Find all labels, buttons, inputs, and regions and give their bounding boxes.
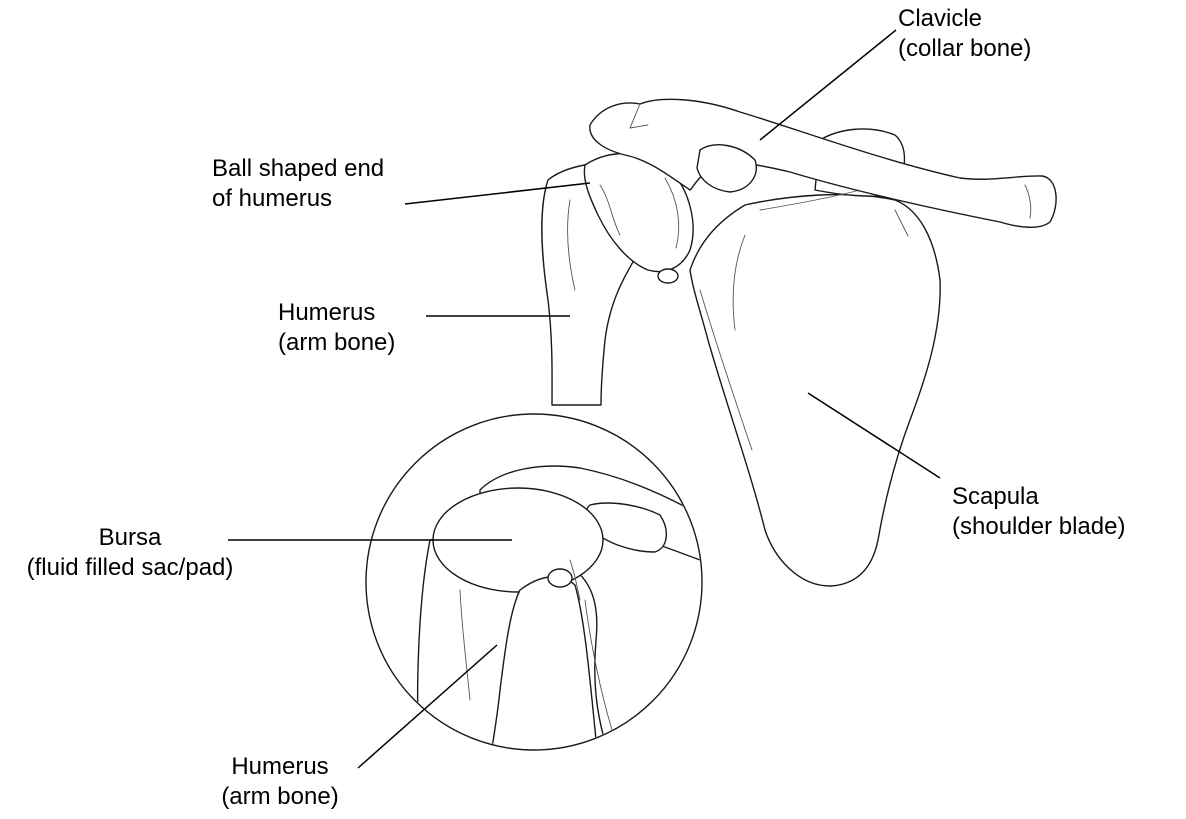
ball-end-label: Ball shaped end of humerus — [212, 154, 384, 214]
clavicle-label: Clavicle (collar bone) — [898, 4, 1031, 64]
clavicle-leader — [760, 30, 896, 140]
bursa-label: Bursa (fluid filled sac/pad) — [8, 523, 252, 583]
humerus-top-label: Humerus (arm bone) — [278, 298, 395, 358]
scapula-bone — [690, 195, 940, 586]
humerus-bottom-label: Humerus (arm bone) — [202, 752, 358, 812]
tuberosity — [658, 269, 678, 283]
scapula-label: Scapula (shoulder blade) — [952, 482, 1125, 542]
